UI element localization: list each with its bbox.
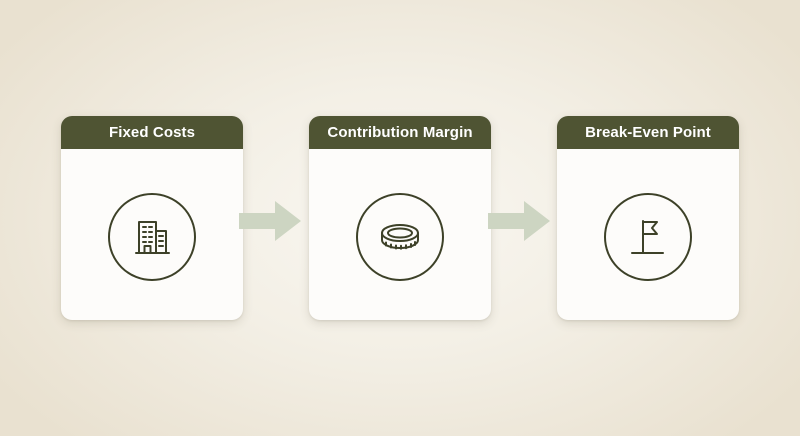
step-body bbox=[61, 149, 243, 320]
step-card-contribution-margin: Contribution Margin bbox=[309, 116, 491, 320]
step-body bbox=[557, 149, 739, 320]
step-card-fixed-costs: Fixed Costs bbox=[61, 116, 243, 320]
building-icon bbox=[135, 220, 170, 254]
flow-arrow-1 bbox=[239, 201, 301, 241]
step-card-break-even-point: Break-Even Point bbox=[557, 116, 739, 320]
icon-badge bbox=[108, 192, 196, 281]
icon-badge bbox=[604, 192, 692, 281]
step-title: Fixed Costs bbox=[61, 116, 243, 149]
step-title: Break-Even Point bbox=[557, 116, 739, 149]
step-body bbox=[309, 149, 491, 320]
flow-arrow-2 bbox=[488, 201, 550, 241]
flag-icon bbox=[631, 219, 664, 254]
step-title: Contribution Margin bbox=[309, 116, 491, 149]
coin-icon bbox=[381, 223, 419, 250]
icon-badge bbox=[356, 192, 444, 281]
